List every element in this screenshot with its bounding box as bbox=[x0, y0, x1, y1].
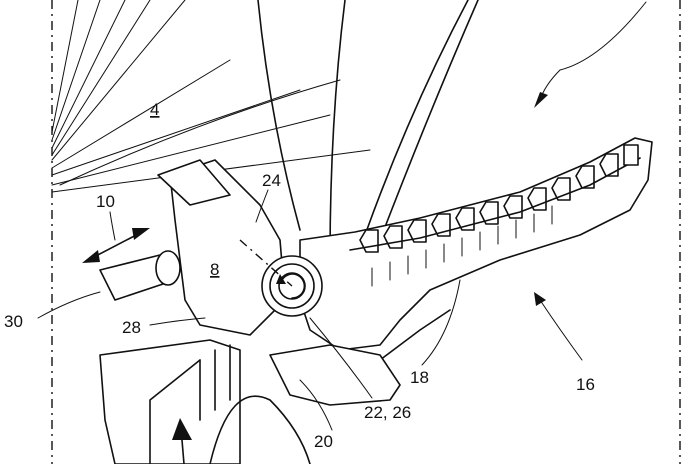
label-ref-4: 4 bbox=[150, 100, 159, 119]
body-panel-curve-1 bbox=[258, 0, 300, 230]
pointer-curve-top bbox=[540, 2, 646, 100]
label-ref-30: 30 bbox=[4, 312, 23, 331]
body-panel-curve-2 bbox=[330, 0, 345, 260]
footpeg-tip-square bbox=[624, 145, 638, 165]
body-panel-curve-3 bbox=[380, 0, 478, 240]
pointer-arrowhead-top bbox=[534, 92, 548, 108]
label-ref-28: 28 bbox=[122, 318, 141, 337]
pointer-curve-16 bbox=[540, 300, 582, 360]
cylinder-30-end bbox=[156, 251, 180, 285]
bracket-base bbox=[100, 340, 240, 464]
footpeg-body bbox=[300, 138, 652, 350]
lower-plate bbox=[270, 345, 400, 405]
double-arrow-10-head-left bbox=[82, 250, 100, 263]
label-ref-8: 8 bbox=[210, 260, 219, 279]
pointer-arrowhead-16 bbox=[534, 292, 546, 306]
label-ref-10: 10 bbox=[96, 192, 115, 211]
body-panel-curve-4 bbox=[365, 0, 468, 235]
label-ref-22-26: 22, 26 bbox=[364, 403, 411, 422]
label-ref-16: 16 bbox=[576, 375, 595, 394]
label-ref-24: 24 bbox=[262, 171, 281, 190]
label-ref-20: 20 bbox=[314, 432, 333, 451]
double-arrow-10-head-right bbox=[132, 228, 150, 240]
label-ref-18: 18 bbox=[410, 368, 429, 387]
